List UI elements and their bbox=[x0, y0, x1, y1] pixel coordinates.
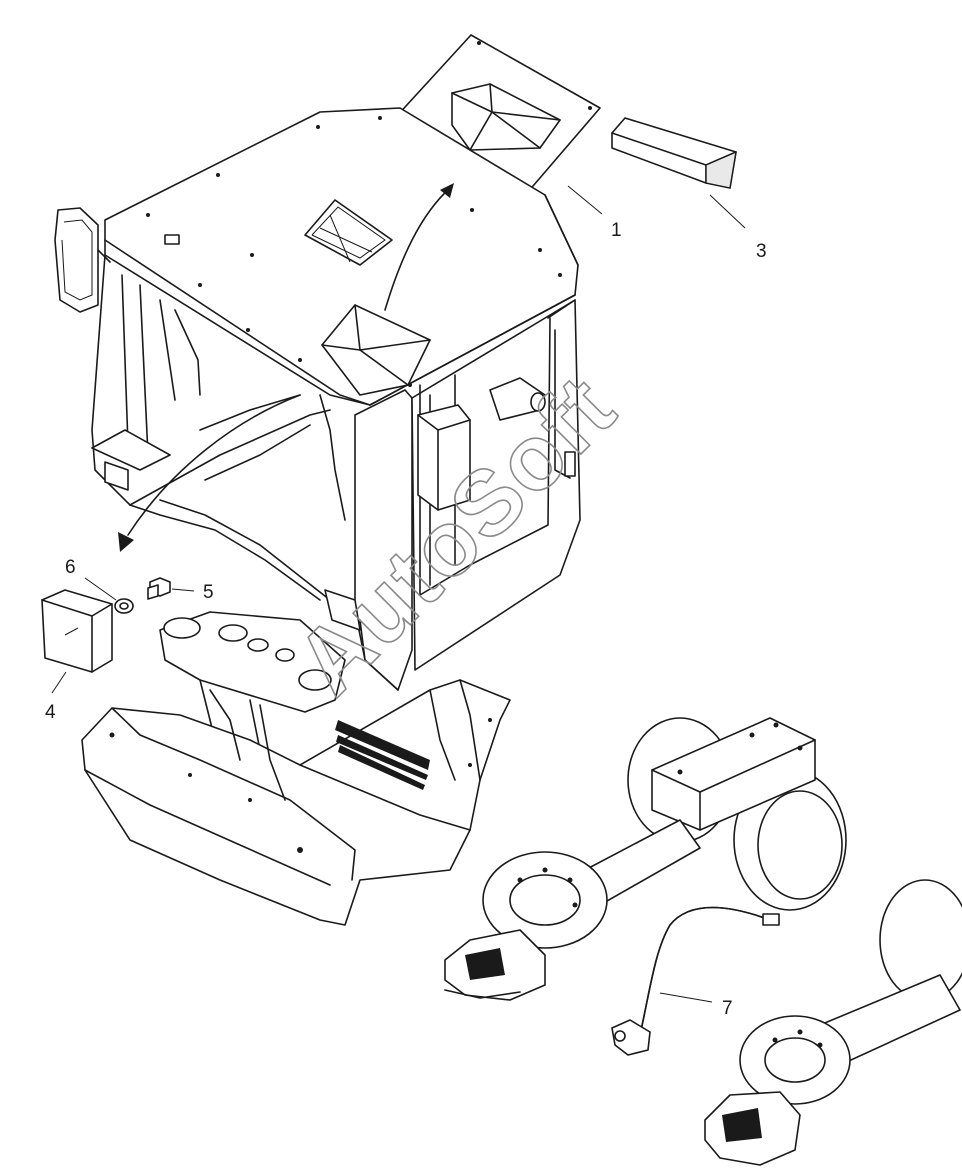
operator-cab bbox=[54, 107, 581, 691]
callout-7: 7 bbox=[722, 998, 733, 1019]
air-duct bbox=[611, 117, 737, 189]
callout-5: 5 bbox=[203, 582, 214, 603]
small-parts bbox=[41, 577, 171, 673]
instrument-panel bbox=[159, 611, 346, 761]
roof-duct-panel bbox=[383, 34, 601, 208]
cab-base-frame bbox=[81, 679, 511, 926]
callout-6: 6 bbox=[65, 557, 76, 578]
callout-labels: 1 3 4 5 6 7 bbox=[45, 220, 767, 1019]
exploded-view-arrows bbox=[118, 183, 454, 552]
callout-4: 4 bbox=[45, 702, 56, 723]
callout-3: 3 bbox=[756, 241, 767, 262]
callout-1: 1 bbox=[611, 220, 622, 241]
leader-lines bbox=[51, 185, 746, 1003]
sensor-cable bbox=[611, 906, 780, 1056]
second-axle bbox=[704, 879, 962, 1166]
drive-axle bbox=[444, 717, 847, 1001]
